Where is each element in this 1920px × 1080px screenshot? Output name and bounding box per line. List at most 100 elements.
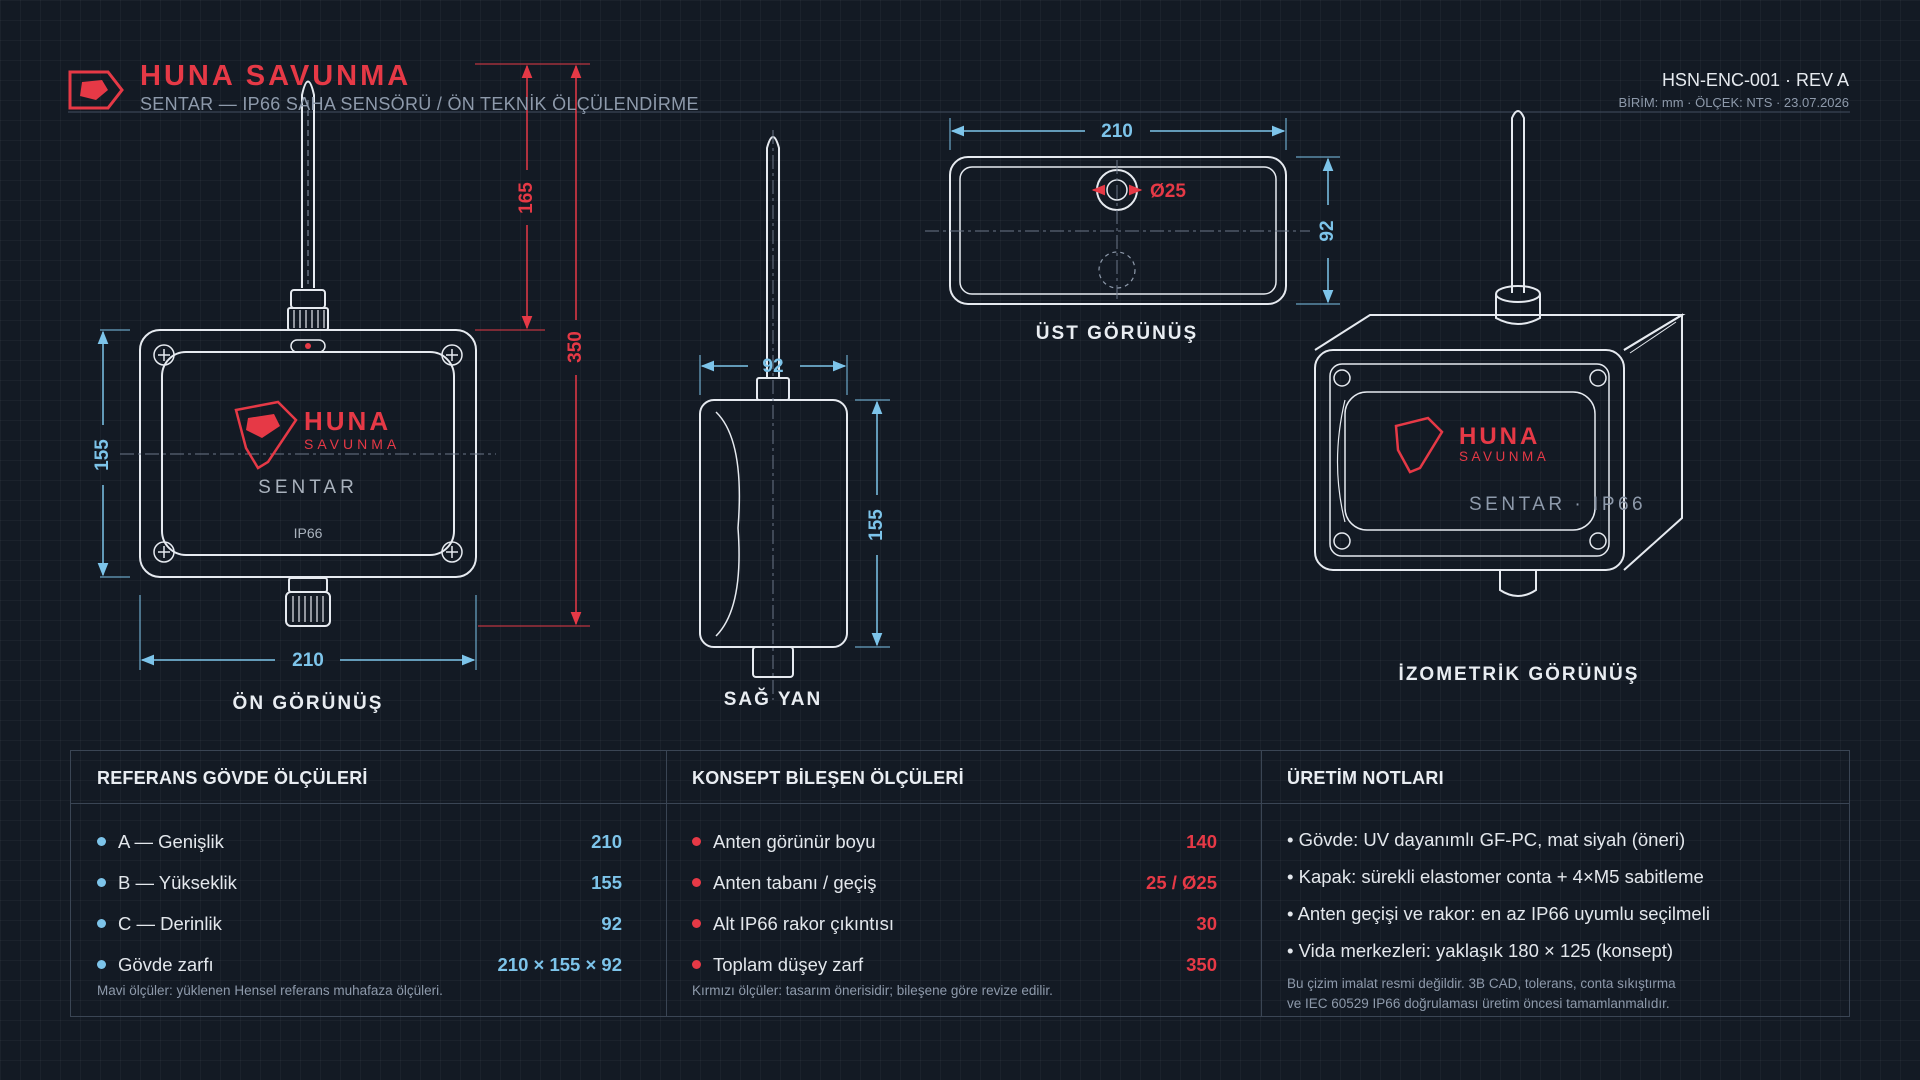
note-item: • Gövde: UV dayanımlı GF-PC, mat siyah (… [1287, 828, 1686, 850]
panel-footnote: Kırmızı ölçüler: tasarım önerisidir; bil… [692, 983, 1053, 998]
row-label: Toplam düşey zarf [713, 953, 864, 975]
front-antenna [301, 80, 315, 288]
row-label: Gövde zarfı [118, 953, 214, 975]
side-dim-height: 155 [866, 509, 887, 541]
spec-table: REFERANS GÖVDE ÖLÇÜLERİ A — Genişlik 210 … [70, 750, 1850, 1017]
iso-view [1314, 110, 1686, 597]
front-labels: 155 210 165 350 HUNA SAVUNMA SENTAR IP66… [92, 182, 586, 714]
front-dim-width: 210 [292, 650, 324, 671]
panel-title: REFERANS GÖVDE ÖLÇÜLERİ [97, 768, 368, 788]
row-label: A — Genişlik [118, 830, 224, 852]
document-code: HSN-ENC-001 · REV A [1661, 70, 1849, 90]
row-value: 30 [1196, 912, 1217, 934]
footnote-line: Bu çizim imalat resmi değildir. 3B CAD, … [1287, 976, 1676, 991]
bullet-dot-icon [692, 878, 701, 887]
iso-front-face [1314, 349, 1625, 571]
front-product-label: SENTAR [258, 477, 358, 498]
top-view [925, 156, 1310, 305]
header-logo-icon [68, 70, 124, 110]
iso-logo-text: HUNA [1459, 423, 1540, 450]
front-logo-icon [234, 400, 298, 470]
document-meta: BİRİM: mm · ÖLÇEK: NTS · 23.07.2026 [1618, 95, 1849, 110]
iso-logo-icon [1394, 416, 1444, 474]
side-labels: 92 155 SAĞ YAN [724, 356, 887, 710]
panel-title: ÜRETİM NOTLARI [1287, 768, 1444, 788]
front-dim-height: 155 [92, 439, 113, 471]
front-dimensions [97, 63, 590, 670]
front-logo-subtext: SAVUNMA [304, 436, 400, 452]
row-label: Anten tabanı / geçiş [713, 871, 877, 893]
bullet-dot-icon [692, 919, 701, 928]
panel-title: KONSEPT BİLEŞEN ÖLÇÜLERİ [692, 768, 964, 788]
iso-product-label: SENTAR · IP66 [1469, 494, 1646, 515]
iso-logo-subtext: SAVUNMA [1459, 449, 1549, 464]
bullet-dot-icon [97, 878, 106, 887]
top-gland-hidden [1098, 251, 1136, 289]
iso-side-face [1623, 313, 1683, 571]
row-label: B — Yükseklik [118, 871, 237, 893]
front-cable-gland [288, 577, 328, 593]
bullet-dot-icon [692, 960, 701, 969]
front-rating-label: IP66 [294, 525, 323, 541]
note-item: • Anten geçişi ve rakor: en az IP66 uyum… [1287, 902, 1710, 924]
bullet-dot-icon [692, 837, 701, 846]
brand-title: HUNA SAVUNMA [140, 60, 412, 92]
note-item: • Kapak: sürekli elastomer conta + 4×M5 … [1287, 865, 1704, 887]
row-value: 140 [1186, 830, 1217, 852]
row-label: C — Derinlik [118, 912, 222, 934]
top-dim-depth: 92 [1317, 220, 1338, 241]
row-value: 210 [591, 830, 622, 852]
production-notes-panel: ÜRETİM NOTLARI • Gövde: UV dayanımlı GF-… [1261, 751, 1849, 1016]
side-dimensions [699, 355, 890, 648]
bullet-dot-icon [97, 919, 106, 928]
row-label: Anten görünür boyu [713, 830, 876, 852]
iso-caption: İZOMETRİK GÖRÜNÜŞ [1399, 664, 1640, 685]
side-dim-depth: 92 [762, 356, 783, 377]
front-antenna-cap [290, 289, 326, 309]
row-value: 92 [601, 912, 622, 934]
panel-footnote: Mavi ölçüler: yüklenen Hensel referans m… [97, 983, 443, 998]
row-value: 25 / Ø25 [1146, 871, 1217, 893]
list-item: Anten görünür boyu 140 [692, 821, 1217, 862]
bullet-dot-icon [97, 837, 106, 846]
list-item: Gövde zarfı 210 × 155 × 92 [97, 944, 622, 985]
column-divider [666, 751, 667, 1016]
row-value: 210 × 155 × 92 [497, 953, 622, 975]
top-dimensions [949, 118, 1340, 305]
iso-cable-gland [1499, 570, 1537, 597]
list-item: Anten tabanı / geçiş 25 / Ø25 [692, 862, 1217, 903]
bullet-dot-icon [97, 960, 106, 969]
row-value: 155 [591, 871, 622, 893]
footnote-line: ve IEC 60529 IP66 doğrulaması üretim önc… [1287, 996, 1670, 1011]
top-dim-hole: Ø25 [1150, 181, 1186, 202]
page-subtitle: SENTAR — IP66 SAHA SENSÖRÜ / ÖN TEKNİK Ö… [140, 94, 699, 114]
list-item: A — Genişlik 210 [97, 821, 622, 862]
side-caption: SAĞ YAN [724, 688, 822, 710]
front-view [120, 80, 496, 627]
list-item: Alt IP66 rakor çıkıntısı 30 [692, 903, 1217, 944]
panel-footnote: Bu çizim imalat resmi değildir. 3B CAD, … [1287, 974, 1676, 1014]
list-item: Toplam düşey zarf 350 [692, 944, 1217, 985]
front-logo-text: HUNA [304, 406, 391, 436]
row-value: 350 [1186, 953, 1217, 975]
front-dim-total: 350 [565, 331, 586, 363]
iso-labels: HUNA SAVUNMA SENTAR · IP66 İZOMETRİK GÖR… [1399, 423, 1646, 685]
iso-antenna [1511, 110, 1525, 293]
top-dim-width: 210 [1101, 121, 1133, 142]
top-labels: 210 92 Ø25 ÜST GÖRÜNÜŞ [1036, 121, 1338, 344]
note-item: • Vida merkezleri: yaklaşık 180 × 125 (k… [1287, 939, 1674, 961]
row-label: Alt IP66 rakor çıkıntısı [713, 912, 894, 934]
reference-dimensions-panel: REFERANS GÖVDE ÖLÇÜLERİ A — Genişlik 210 … [71, 751, 666, 1016]
front-screws [153, 344, 463, 563]
front-dim-antenna: 165 [516, 182, 537, 214]
table-header-divider [71, 803, 1849, 804]
top-caption: ÜST GÖRÜNÜŞ [1036, 323, 1198, 344]
front-caption: ÖN GÖRÜNÜŞ [233, 693, 384, 714]
column-divider [1261, 751, 1262, 1016]
side-cable-gland [752, 646, 794, 678]
side-view [699, 130, 848, 700]
concept-dimensions-panel: KONSEPT BİLEŞEN ÖLÇÜLERİ Anten görünür b… [666, 751, 1261, 1016]
list-item: C — Derinlik 92 [97, 903, 622, 944]
list-item: B — Yükseklik 155 [97, 862, 622, 903]
